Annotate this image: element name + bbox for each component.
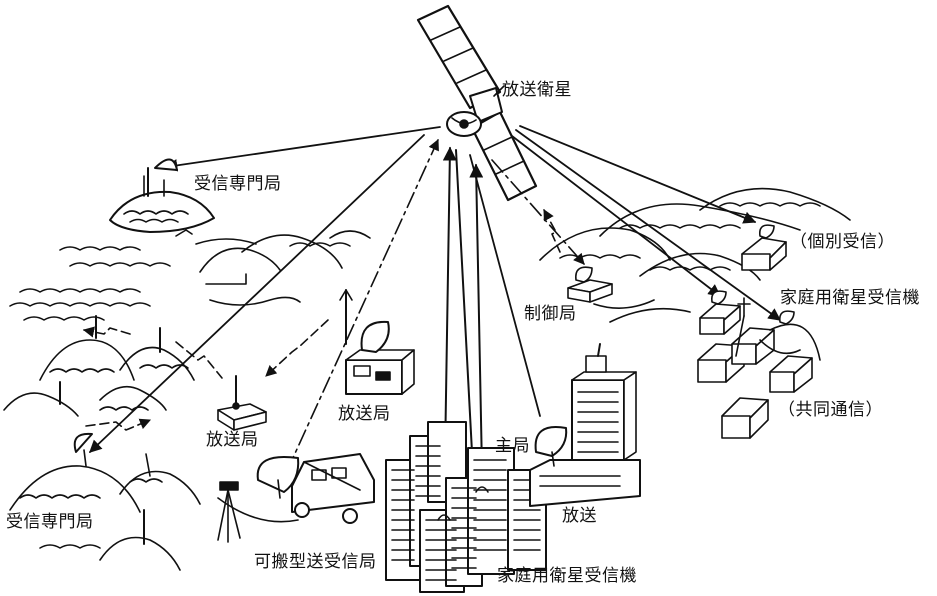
house-individual-icon	[741, 224, 787, 271]
control-station-label: 制御局	[524, 304, 577, 324]
main-station-label: 主局	[495, 436, 530, 456]
receive-station-bottom-icon	[9, 432, 201, 571]
receive-station-top-icon	[109, 158, 257, 245]
terrestrial-links	[82, 209, 561, 431]
portable-station-icon	[217, 453, 375, 543]
broadcast-station-dish-label: 放送局	[338, 404, 391, 424]
scenery-right	[599, 187, 851, 323]
broadcast-station-small-icon	[217, 375, 267, 431]
broadcast-label: 放送	[562, 506, 597, 526]
control-station-icon	[539, 227, 671, 309]
receive-station-bottom-label: 受信専門局	[6, 512, 94, 532]
home-receiver-village-label: 家庭用衛星受信機	[780, 288, 920, 308]
broadcast-station-small-label: 放送局	[206, 430, 259, 450]
houses-community-icon	[697, 290, 821, 439]
main-station-icon	[529, 343, 641, 507]
broadcast-station-dish-icon	[339, 289, 415, 395]
scenery-left	[3, 230, 371, 417]
signal-links	[89, 125, 782, 521]
home-receiver-city-label: 家庭用衛星受信機	[497, 566, 637, 586]
satellite-label: 放送衛星	[502, 80, 572, 100]
satellite-icon	[416, 4, 538, 202]
city-buildings-icon	[385, 421, 547, 593]
receive-station-top-label: 受信専門局	[194, 174, 282, 194]
community-reception-label: （共同通信）	[778, 400, 883, 420]
individual-reception-label: （個別受信）	[790, 232, 895, 252]
portable-station-label: 可搬型送受信局	[254, 552, 377, 572]
